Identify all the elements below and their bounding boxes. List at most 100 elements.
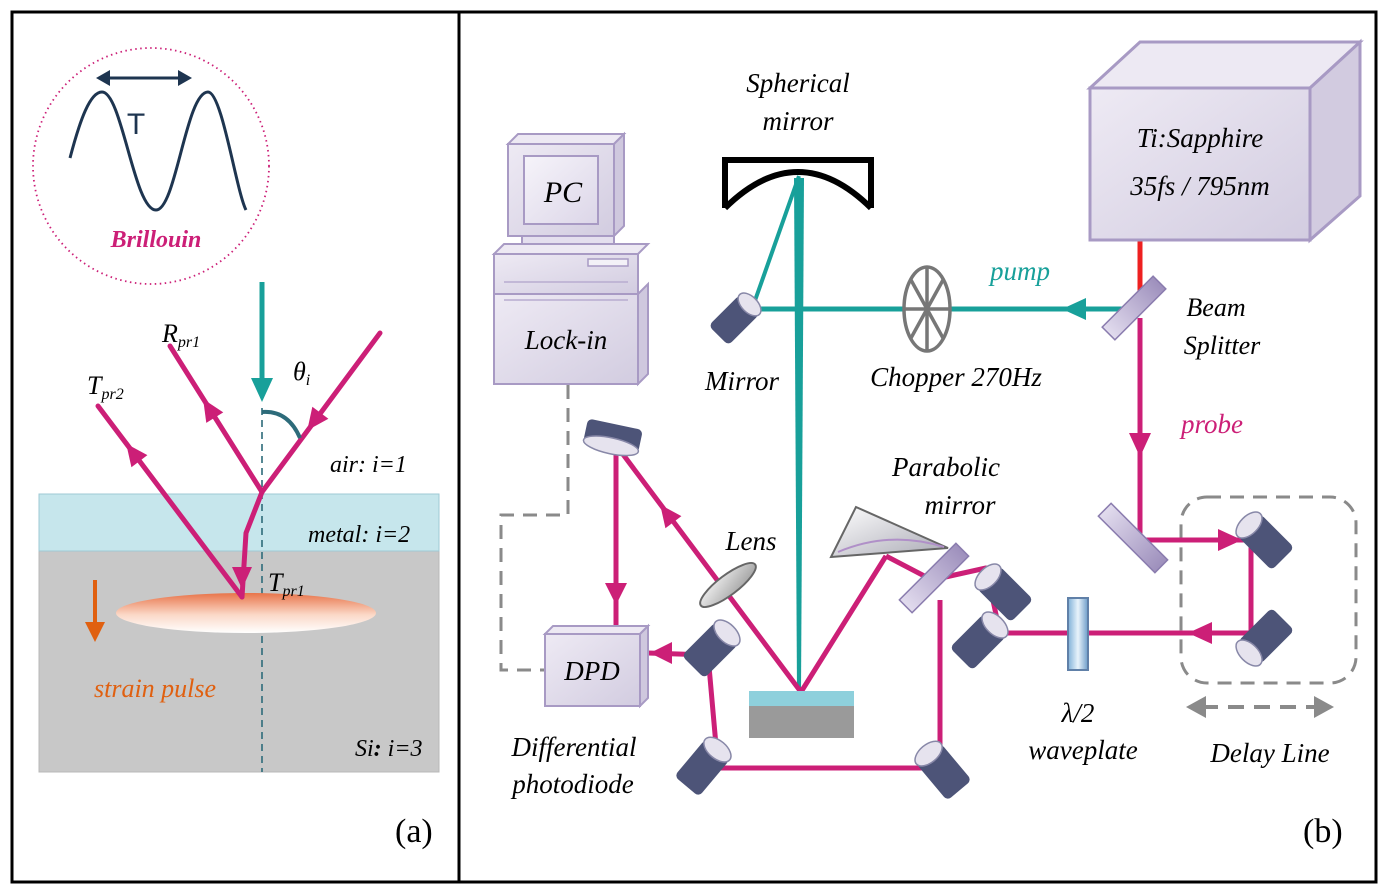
pump-incidence-head <box>251 378 273 402</box>
mirror-mount-delay-bottom <box>1235 609 1293 667</box>
lockin-box <box>493 293 639 385</box>
mirror-mount-bottom-right <box>914 740 970 799</box>
laser-label-1: Ti:Sapphire <box>1137 123 1264 153</box>
strain-arrow-head <box>85 622 105 642</box>
optical-chopper <box>902 265 952 353</box>
dpd-box <box>544 633 641 707</box>
transmitted-probe-2-label: Tpr2 <box>87 371 124 403</box>
spherical-mirror-label-2: mirror <box>762 106 834 136</box>
spherical-mirror-shape <box>722 157 874 211</box>
beam-splitter-label-1: Beam <box>1186 293 1245 322</box>
dpd-in-head <box>650 642 672 664</box>
beam-splitter-label-2: Splitter <box>1184 331 1261 360</box>
spherical-mirror-label-1: Spherical <box>746 68 849 98</box>
reflected-probe-head <box>203 398 224 423</box>
chopper-label: Chopper 270Hz <box>870 362 1042 392</box>
lock-in-amplifier <box>493 281 649 387</box>
brillouin-circle <box>32 47 270 285</box>
photodiode-label-2: photodiode <box>510 769 634 799</box>
mirror-mount-dpd-in <box>683 619 741 677</box>
lockin-label: Lock-in <box>524 325 607 355</box>
transmitted-probe-1-label: Tpr1 <box>268 568 305 600</box>
delay-in-head <box>1218 529 1242 551</box>
reflected-probe-label: Rpr1 <box>161 319 200 351</box>
sample-metal <box>749 691 854 706</box>
chopper-spoke-4 <box>909 279 945 339</box>
waveplate-label-1: λ/2 <box>1061 698 1095 728</box>
probe-down-head <box>1129 433 1151 457</box>
dpd-top <box>542 625 651 635</box>
mirror-mount-bottom-left <box>676 736 732 795</box>
transmitted-probe-2-beam <box>95 403 245 600</box>
angle-label: θi <box>293 357 310 389</box>
si-substrate <box>38 550 440 773</box>
dpd-side <box>639 623 649 709</box>
strain-pulse-shape <box>116 593 376 633</box>
pc-computer <box>491 131 651 295</box>
period-arrow-left-head <box>96 70 110 86</box>
pc-drive-slot <box>587 258 629 267</box>
reflected-probe-beam <box>167 343 265 495</box>
mirror-label: Mirror <box>704 366 780 396</box>
mirror-mount-para-right <box>974 563 1032 621</box>
lens-return-head <box>660 504 682 529</box>
metal-layer-label: metal: i=2 <box>308 522 410 548</box>
lens-optic <box>699 562 757 608</box>
sample-substrate <box>749 706 854 738</box>
strain-pulse-label: strain pulse <box>94 674 216 703</box>
parabolic-mirror-optic <box>829 505 949 559</box>
period-arrow-right-head <box>178 70 192 86</box>
signal-cable <box>499 385 570 672</box>
pc-screen <box>523 155 599 225</box>
mirror-mount-lens-top <box>582 419 642 457</box>
delay-line-label: Delay Line <box>1209 738 1329 768</box>
si-layer-label: Si: i=3 <box>355 736 423 762</box>
delay-out-head <box>1188 622 1212 644</box>
probe-arrowheads-b <box>605 433 1242 664</box>
plate-mirror-para <box>898 542 970 614</box>
laser-front <box>1088 86 1312 242</box>
pump-to-spherical <box>750 175 801 310</box>
dpd-detector <box>542 623 651 709</box>
dpd-down-head <box>605 583 627 605</box>
transmitted-probe-1-head <box>232 567 252 589</box>
probe-turn-mirror <box>1097 502 1169 574</box>
beam-splitter-optic <box>1101 275 1167 341</box>
mirror-mount-pump <box>710 292 762 344</box>
delay-line-left-head <box>1186 696 1206 718</box>
waveplate-label-2: waveplate <box>1028 735 1137 765</box>
parabolic-label-1: Parabolic <box>891 452 1000 482</box>
mirror-mount-waveplate-left <box>951 611 1009 669</box>
panel-a: T Brillouin Rpr1 Tpr2 θi Tpr1 air: i=1 m… <box>32 47 440 850</box>
pump-label: pump <box>988 256 1050 286</box>
beam-splitter-plate <box>1101 275 1167 341</box>
probe-turn-plate <box>1097 502 1169 574</box>
panel-a-label: (a) <box>395 813 433 850</box>
mirror-mounts <box>582 292 1293 799</box>
pc-top <box>505 133 627 145</box>
probe-label: probe <box>1179 409 1243 439</box>
incident-probe-head <box>307 406 329 431</box>
period-label: T <box>127 108 145 141</box>
parabolic-label-2: mirror <box>924 490 996 520</box>
lockin-side <box>637 281 649 387</box>
mirror-mount-delay-top <box>1235 511 1293 569</box>
pc-label: PC <box>543 176 583 209</box>
air-layer-label: air: i=1 <box>330 452 407 478</box>
photodiode-label-1: Differential <box>511 732 637 762</box>
probe-arrowheads-a <box>126 398 329 589</box>
pump-direction-head <box>1062 298 1086 320</box>
pc-side <box>613 131 625 239</box>
transmitted-probe-2-head <box>126 443 148 468</box>
parabolic-mirror-face <box>837 538 945 553</box>
incident-probe <box>259 330 383 495</box>
delay-line-box <box>1179 495 1358 685</box>
panel-b-label: (b) <box>1303 813 1343 850</box>
pump-focus-cone <box>794 178 804 692</box>
brillouin-label: Brillouin <box>110 227 202 253</box>
metal-film <box>38 493 440 552</box>
ti-sapphire-laser <box>1086 38 1364 244</box>
incidence-angle-arc <box>261 409 302 439</box>
delay-line-right-head <box>1314 696 1334 718</box>
